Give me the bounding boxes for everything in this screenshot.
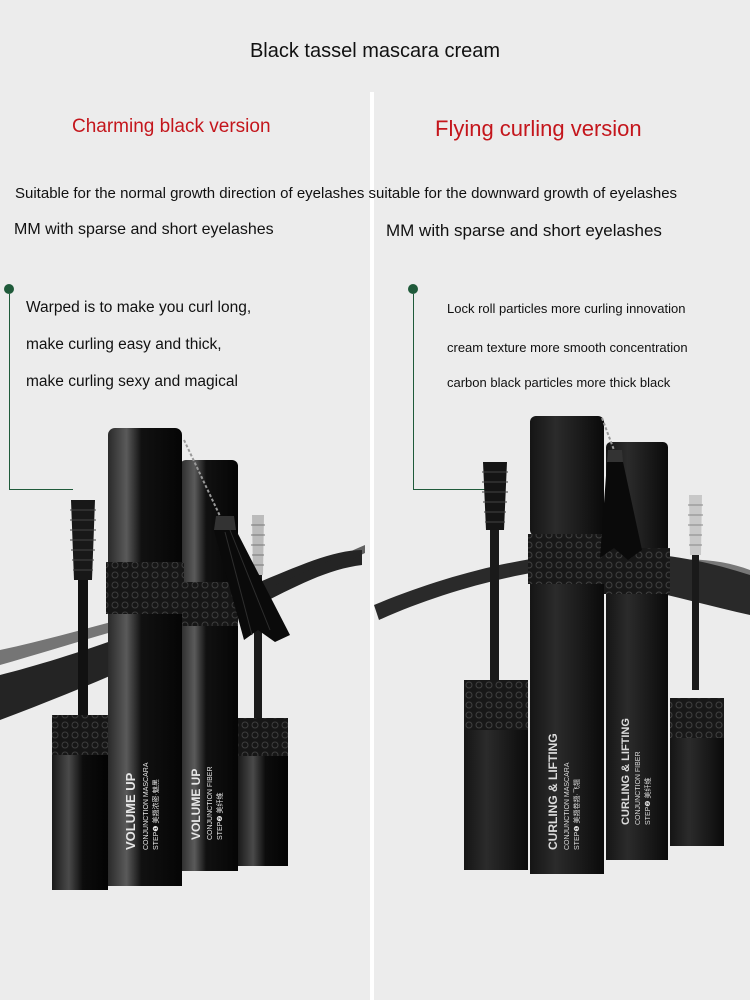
right-tube-label-1: CURLING & LIFTING: [546, 733, 560, 850]
right-tube2-label-2: CONJUNCTION FIBER: [635, 752, 642, 826]
right-tube-label-3: STEP❶ 美翘卷翘·飞翘: [572, 779, 581, 850]
right-tassel-icon: [600, 417, 642, 560]
left-tube2-label-2: CONJUNCTION FIBER: [207, 767, 214, 841]
left-callout-line-horizontal: [9, 489, 73, 490]
right-tube2-label-3: STEP❷ 美纤维: [643, 777, 652, 825]
left-callout-line: [9, 294, 10, 490]
right-tube2-label-1: CURLING & LIFTING: [620, 718, 632, 825]
right-callout-dot-icon: [408, 284, 418, 294]
right-audience-text: MM with sparse and short eyelashes: [386, 221, 662, 240]
right-mascara-product-image: CURLING & LIFTING CONJUNCTION MASCARA ST…: [374, 416, 750, 874]
right-feature-3: carbon black particles more thick black: [447, 375, 671, 390]
left-tube-label-2: CONJUNCTION MASCARA: [143, 762, 150, 850]
right-callout-line: [413, 294, 414, 490]
right-feature-1: Lock roll particles more curling innovat…: [447, 301, 686, 316]
left-tube2-label-1: VOLUME UP: [189, 769, 203, 840]
right-version-title: Flying curling version: [435, 116, 642, 141]
left-feature-1: Warped is to make you curl long,: [26, 299, 252, 316]
left-tassel-icon: [183, 439, 290, 642]
left-feature-2: make curling easy and thick,: [26, 336, 222, 353]
column-divider: [370, 92, 374, 1000]
right-callout-line-horizontal: [413, 489, 485, 490]
left-tube-label-1: VOLUME UP: [123, 772, 138, 850]
left-callout-dot-icon: [4, 284, 14, 294]
left-mascara-product-image: VOLUME UP CONJUNCTION MASCARA STEP❶ 美翘浓密…: [0, 428, 365, 890]
suitability-text: Suitable for the normal growth direction…: [15, 185, 678, 202]
left-tube-label-3: STEP❶ 美翘浓密·魅黑: [151, 779, 160, 850]
left-audience-text: MM with sparse and short eyelashes: [14, 221, 274, 238]
right-feature-2: cream texture more smooth concentration: [447, 340, 688, 355]
right-tube-label-2: CONJUNCTION MASCARA: [564, 762, 571, 850]
left-feature-3: make curling sexy and magical: [26, 373, 238, 390]
page-title: Black tassel mascara cream: [249, 40, 501, 62]
left-tube2-label-3: STEP❷ 美纤维: [215, 792, 224, 840]
left-version-title: Charming black version: [72, 116, 271, 137]
